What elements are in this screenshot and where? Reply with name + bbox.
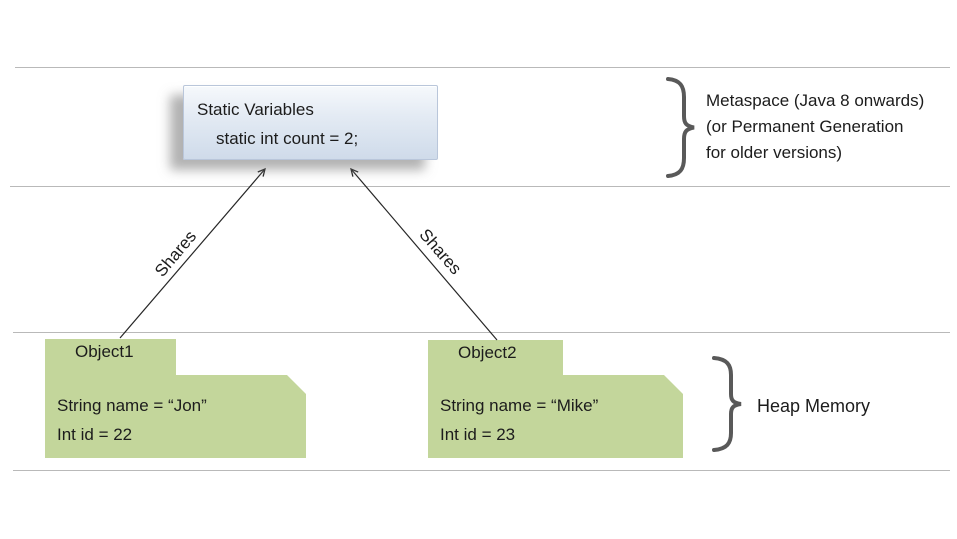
object1-fields: String name = “Jon” Int id = 22 (57, 391, 207, 449)
ruled-line-2 (10, 186, 950, 187)
ruled-line-4 (13, 470, 950, 471)
object1-field-name: String name = “Jon” (57, 396, 207, 415)
object1-field-id: Int id = 22 (57, 425, 133, 444)
metaspace-note-line-2: (or Permanent Generation (706, 117, 904, 136)
object2-shape (428, 340, 683, 458)
static-variables-box: Static Variables static int count = 2; (183, 85, 438, 160)
static-box-title: Static Variables (197, 100, 314, 119)
ruled-line-3 (13, 332, 950, 333)
object2-field-name: String name = “Mike” (440, 396, 599, 415)
object1-shape (45, 339, 306, 458)
static-box-code: static int count = 2; (216, 129, 359, 148)
object2-field-id: Int id = 23 (440, 425, 516, 444)
heap-memory-label: Heap Memory (757, 396, 871, 416)
shares-arrow-right (350, 167, 498, 341)
object1-title: Object1 (75, 342, 134, 361)
shares-arrow-left (119, 167, 266, 339)
metaspace-note: Metaspace (Java 8 onwards) (or Permanent… (706, 88, 924, 166)
heap-brace (712, 356, 742, 452)
object2-title: Object2 (458, 343, 517, 362)
metaspace-brace (666, 77, 695, 178)
metaspace-note-line-3: for older versions) (706, 143, 843, 162)
object2-fields: String name = “Mike” Int id = 23 (440, 391, 598, 449)
ruled-line-1 (15, 67, 950, 68)
metaspace-note-line-1: Metaspace (Java 8 onwards) (706, 91, 925, 110)
